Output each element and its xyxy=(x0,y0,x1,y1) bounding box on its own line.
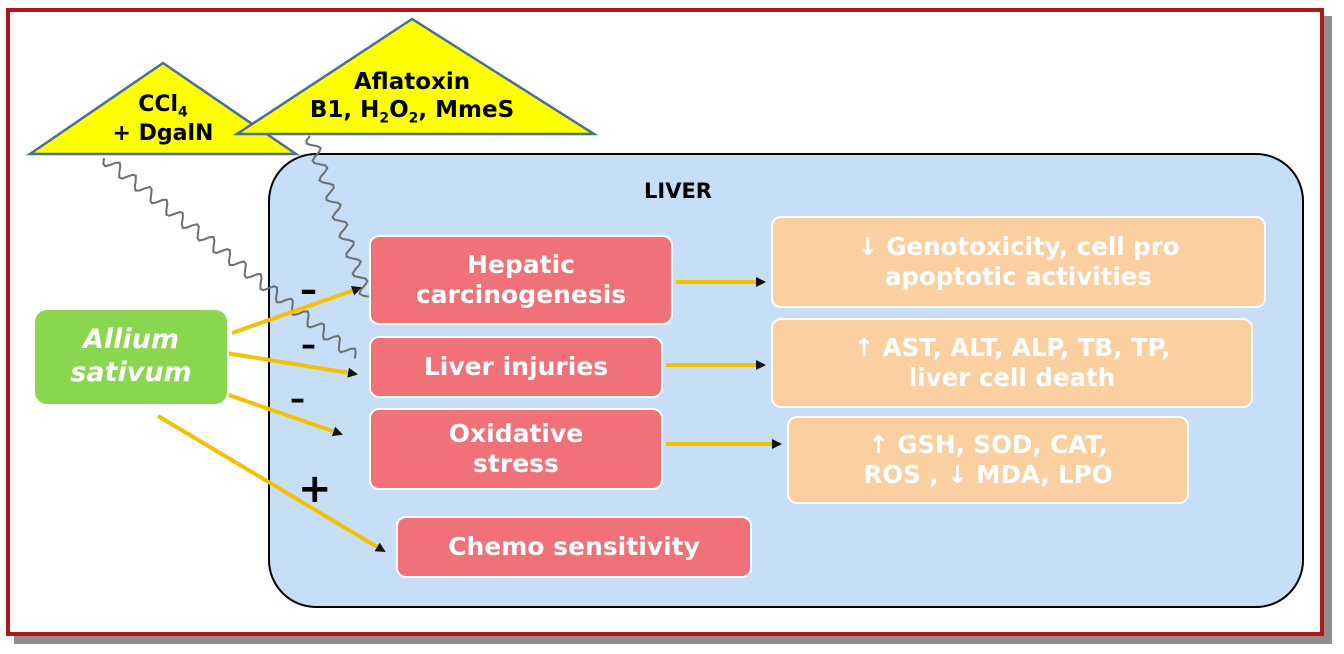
arrow-allium-to-oxidative-stress xyxy=(219,390,343,437)
wavy-line-ccl4-to-liver-injuries xyxy=(102,157,357,359)
outcome-liver-enzymes: ↑ AST, ALT, ALP, TB, TP,liver cell death xyxy=(771,318,1253,408)
arrow-allium-to-chemo-sensitivity xyxy=(156,414,386,553)
outcome-antioxidants: ↑ GSH, SOD, CAT,ROS , ↓ MDA, LPO xyxy=(787,416,1189,504)
sign-minus-2: – xyxy=(301,328,316,363)
arrows xyxy=(156,277,782,553)
trigger-triangle-right xyxy=(232,17,599,136)
effect-liver-injuries: Liver injuries xyxy=(369,336,663,398)
wavy-line-aflatoxin-to-hepatic xyxy=(305,135,369,298)
arrow-allium-to-liver-injuries xyxy=(219,350,358,378)
sign-minus-1: – xyxy=(300,270,317,310)
liver-label: LIVER xyxy=(644,179,712,203)
sign-minus-3: – xyxy=(290,382,305,417)
right-triangle-label: Aflatoxin B1, H2O2, MmeS xyxy=(309,69,515,127)
toxin-wavy-lines xyxy=(102,135,369,359)
left-triangle-label: CCl4 + DgalN xyxy=(112,92,214,147)
sign-plus: + xyxy=(298,466,332,512)
arrow-allium-to-hepatic xyxy=(231,285,362,335)
effect-chemo-sensitivity: Chemo sensitivity xyxy=(396,516,752,578)
trigger-triangle-left xyxy=(25,61,301,156)
